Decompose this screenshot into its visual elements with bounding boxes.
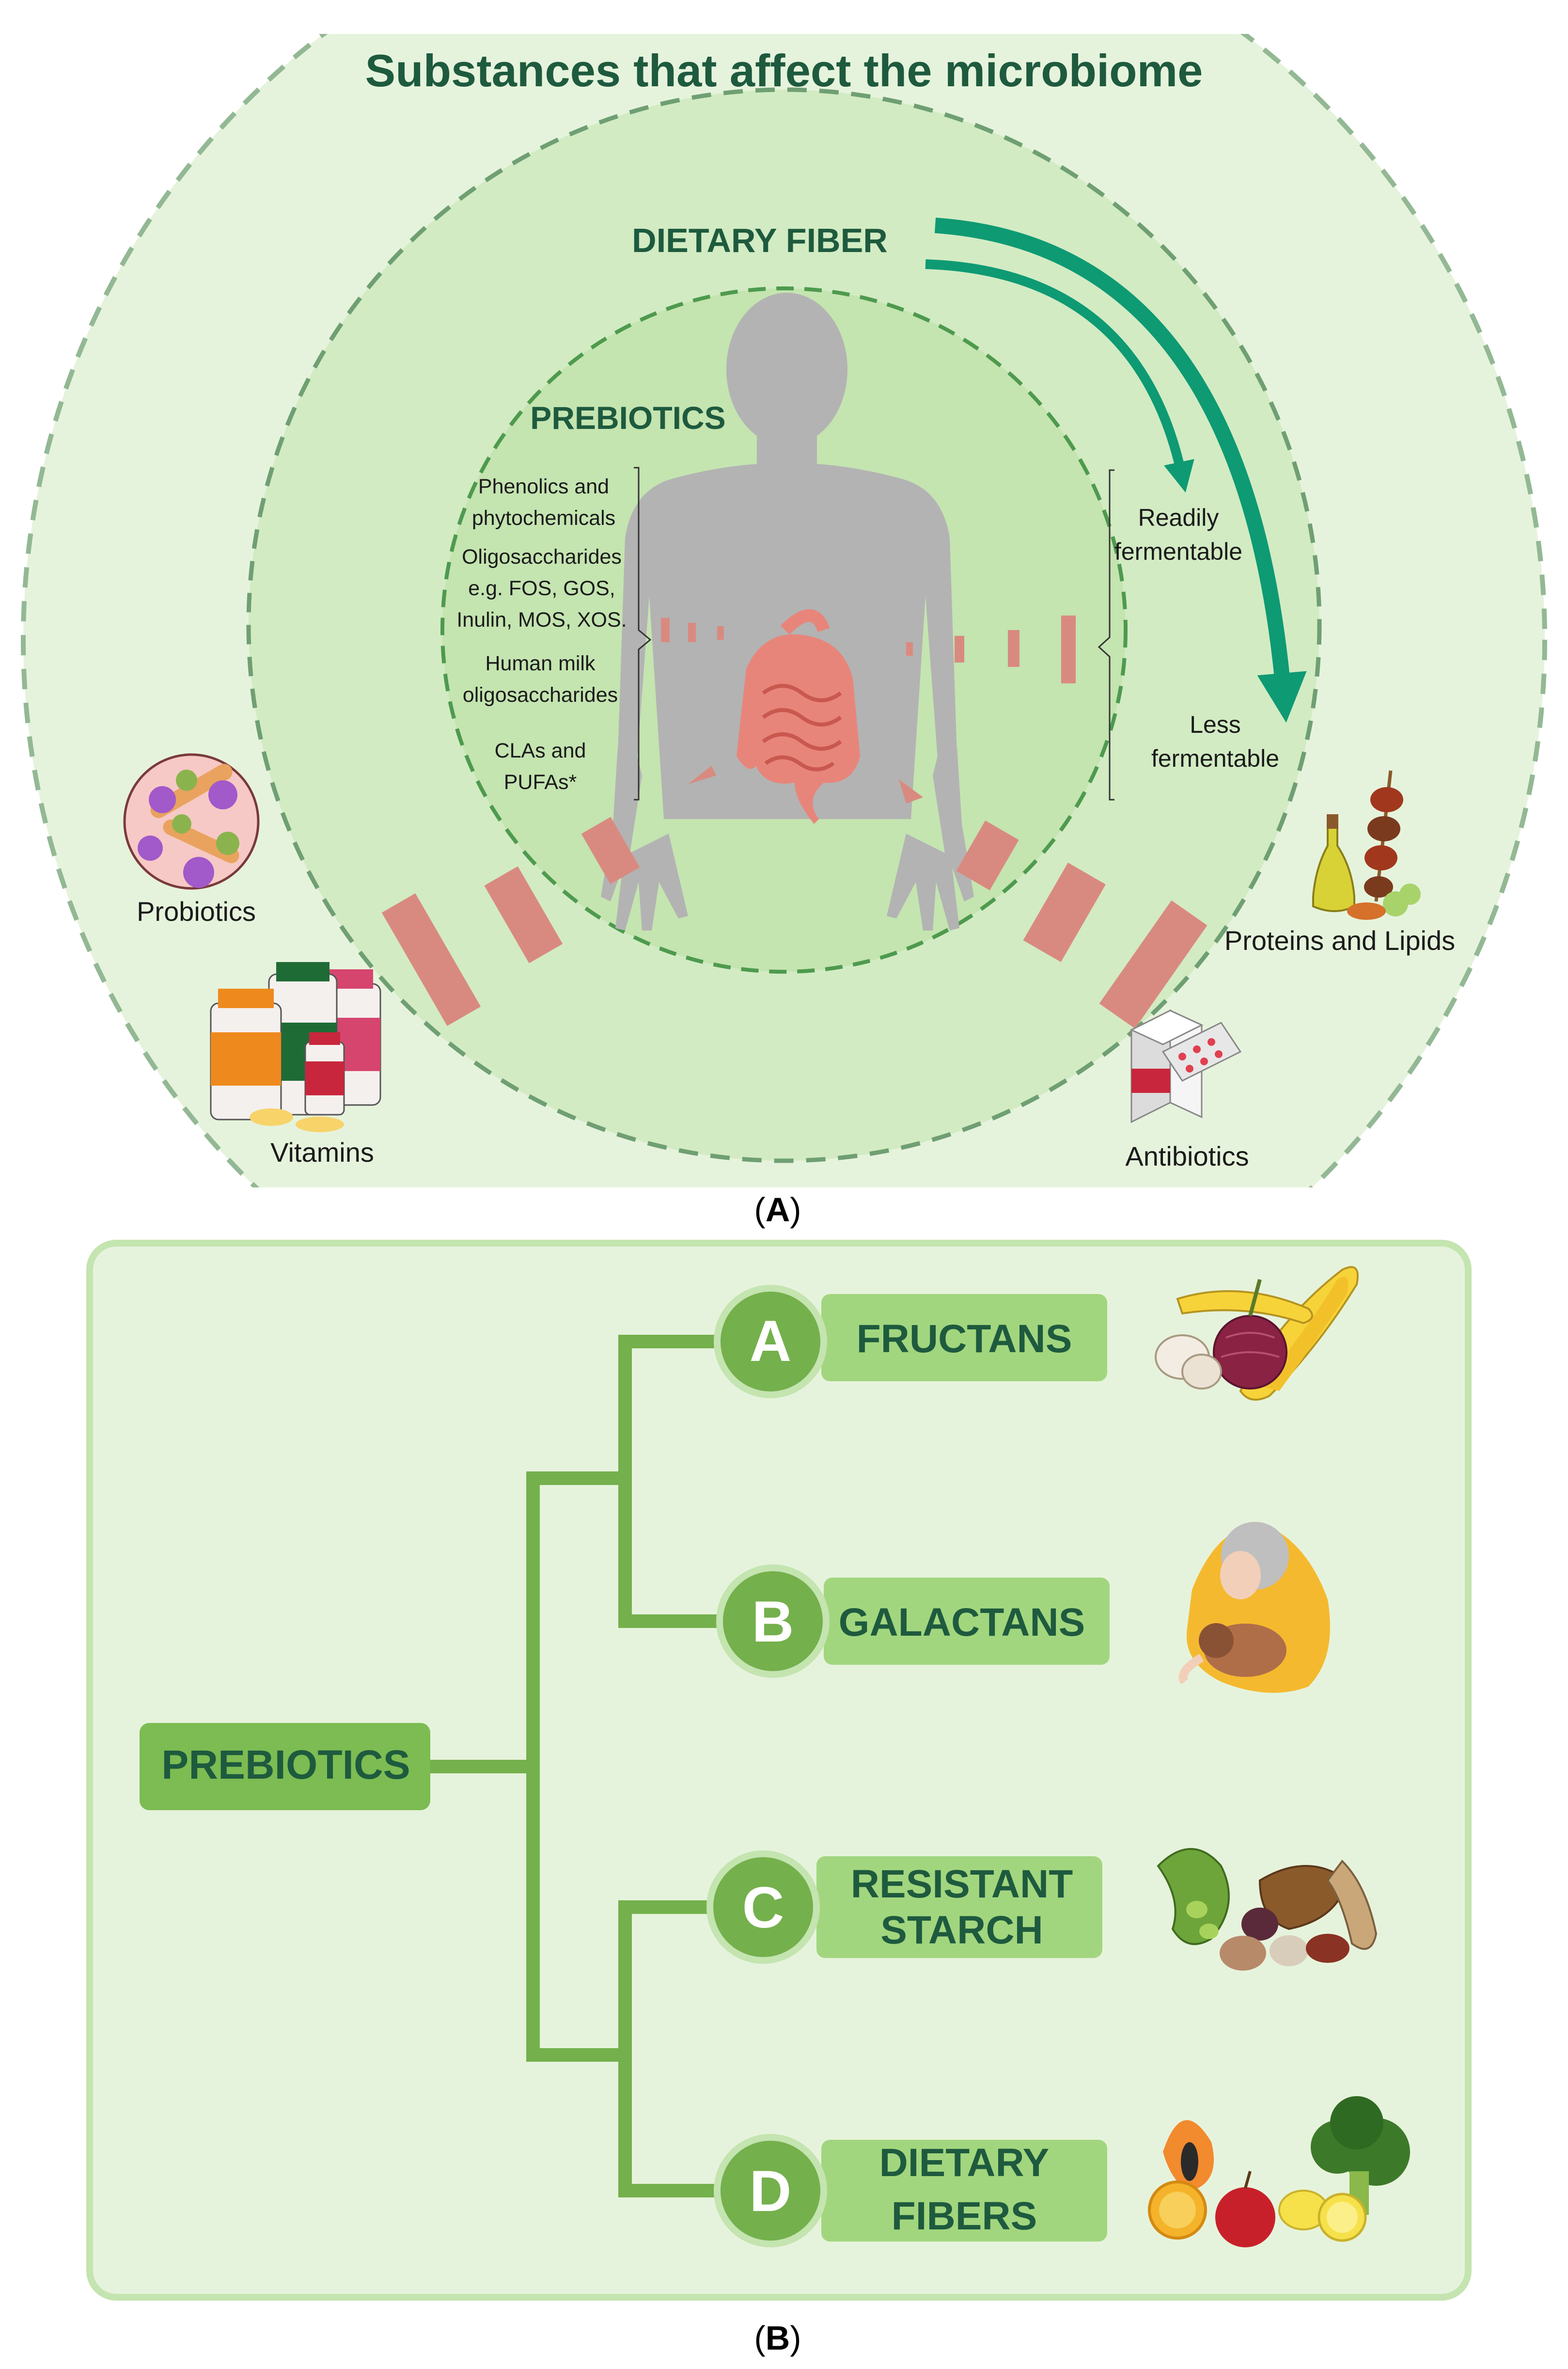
- prebiotic-item-line: CLAs and: [495, 739, 586, 762]
- prebiotic-item-line: e.g. FOS, GOS,: [468, 577, 615, 600]
- prebiotic-item-line: PUFAs*: [504, 771, 577, 794]
- tree-connectors: [420, 1335, 738, 2197]
- blocker-bar: [1099, 900, 1207, 1029]
- readily-fermentable-line: Readily: [1138, 504, 1219, 531]
- blocker-bar: [956, 821, 1019, 890]
- fruits-vegetables-icon: [1148, 2096, 1410, 2247]
- branch-b-letter: B: [752, 1589, 794, 1654]
- branch-b-circle: [716, 1564, 830, 1678]
- branch-d-circle: [714, 2134, 827, 2247]
- garlic-onion-banana-icon: [1155, 1266, 1359, 1401]
- fermentability-labels: Readily fermentable Less fermentable: [1114, 504, 1279, 772]
- blocker-bars: [381, 616, 1207, 1029]
- blocker-bar: [1061, 616, 1076, 683]
- antibiotics-box-icon: [1129, 1009, 1242, 1123]
- blocker-bar: [581, 817, 640, 884]
- breastfeeding-mother-icon: [1178, 1522, 1330, 1693]
- galactans-label: GALACTANS: [839, 1600, 1085, 1644]
- resistant-starch-box: [816, 1856, 1102, 1958]
- panel-a-caption: (A): [754, 1191, 801, 1229]
- proteins-lipids-label: Proteins and Lipids: [1224, 925, 1455, 956]
- less-fermentable-line: fermentable: [1151, 745, 1279, 772]
- blocker-bar: [688, 623, 696, 642]
- blocker-bar: [1008, 630, 1019, 667]
- prebiotics-label: PREBIOTICS: [530, 400, 725, 436]
- vitamins-label: Vitamins: [270, 1137, 374, 1168]
- prebiotic-items: Phenolics and phytochemicals Oligosaccha…: [456, 475, 627, 794]
- prebiotics-root-label: PREBIOTICS: [161, 1742, 410, 1787]
- left-brace: [634, 467, 652, 801]
- vitamins-bottles-icon: [210, 962, 381, 1132]
- dietary-fibers-box: [821, 2140, 1107, 2242]
- dietary-fibers-line: FIBERS: [892, 2194, 1037, 2238]
- prebiotic-item-line: Oligosaccharides: [462, 545, 622, 569]
- branch-d-letter: D: [750, 2159, 792, 2224]
- readily-fermentable-arrow: [925, 259, 1194, 493]
- panel-a-title: Substances that affect the microbiome: [365, 45, 1203, 96]
- branch-c-circle: [706, 1850, 820, 1964]
- branch-c-letter: C: [742, 1875, 784, 1940]
- probiotics-label: Probiotics: [137, 896, 256, 927]
- readily-fermentable-line: fermentable: [1114, 538, 1242, 565]
- probiotics-icon: [123, 753, 260, 890]
- resistant-starch-line: STARCH: [880, 1908, 1043, 1952]
- panel-b: PREBIOTICS FRUCTANS A GALACTANS B RESIST…: [86, 1240, 1472, 2357]
- galactans-box: [824, 1578, 1110, 1665]
- blocker-bar: [955, 636, 964, 663]
- dietary-fibers-line: DIETARY: [879, 2141, 1050, 2185]
- antibiotics-label: Antibiotics: [1125, 1141, 1249, 1171]
- panel-a: Substances that affect the microbiome: [21, 34, 1547, 1229]
- branch-a-circle: [714, 1285, 827, 1398]
- blocker-wedge: [688, 766, 716, 784]
- branch-a-letter: A: [750, 1309, 792, 1374]
- resistant-starch-line: RESISTANT: [851, 1862, 1073, 1906]
- intestine-icon: [737, 609, 860, 824]
- right-brace: [1098, 469, 1114, 801]
- prebiotic-item-line: Human milk: [486, 652, 596, 675]
- prebiotic-item-line: phytochemicals: [472, 506, 615, 530]
- oil-and-skewer-icon: [1312, 770, 1421, 920]
- prebiotic-item-line: oligosaccharides: [463, 683, 618, 707]
- less-fermentable-arrow: [934, 218, 1307, 723]
- blocker-bar: [484, 866, 563, 963]
- blocker-bar: [717, 626, 724, 640]
- prebiotic-item-line: Phenolics and: [478, 475, 609, 498]
- blocker-bar: [381, 893, 481, 1026]
- blocker-bar: [1023, 862, 1106, 963]
- fructans-box: [821, 1294, 1107, 1381]
- prebiotics-root-box: [140, 1723, 430, 1810]
- panel-b-caption: (B): [754, 2319, 801, 2357]
- fructans-label: FRUCTANS: [857, 1317, 1072, 1361]
- blocker-wedge: [899, 779, 923, 804]
- blocker-bar: [661, 618, 670, 642]
- legumes-tubers-icon: [1157, 1848, 1378, 1971]
- prebiotic-item-line: Inulin, MOS, XOS.: [456, 608, 627, 632]
- panel-b-background: [86, 1240, 1472, 2301]
- less-fermentable-line: Less: [1190, 711, 1241, 738]
- blocker-bar: [906, 642, 913, 656]
- dietary-fiber-label: DIETARY FIBER: [632, 221, 888, 259]
